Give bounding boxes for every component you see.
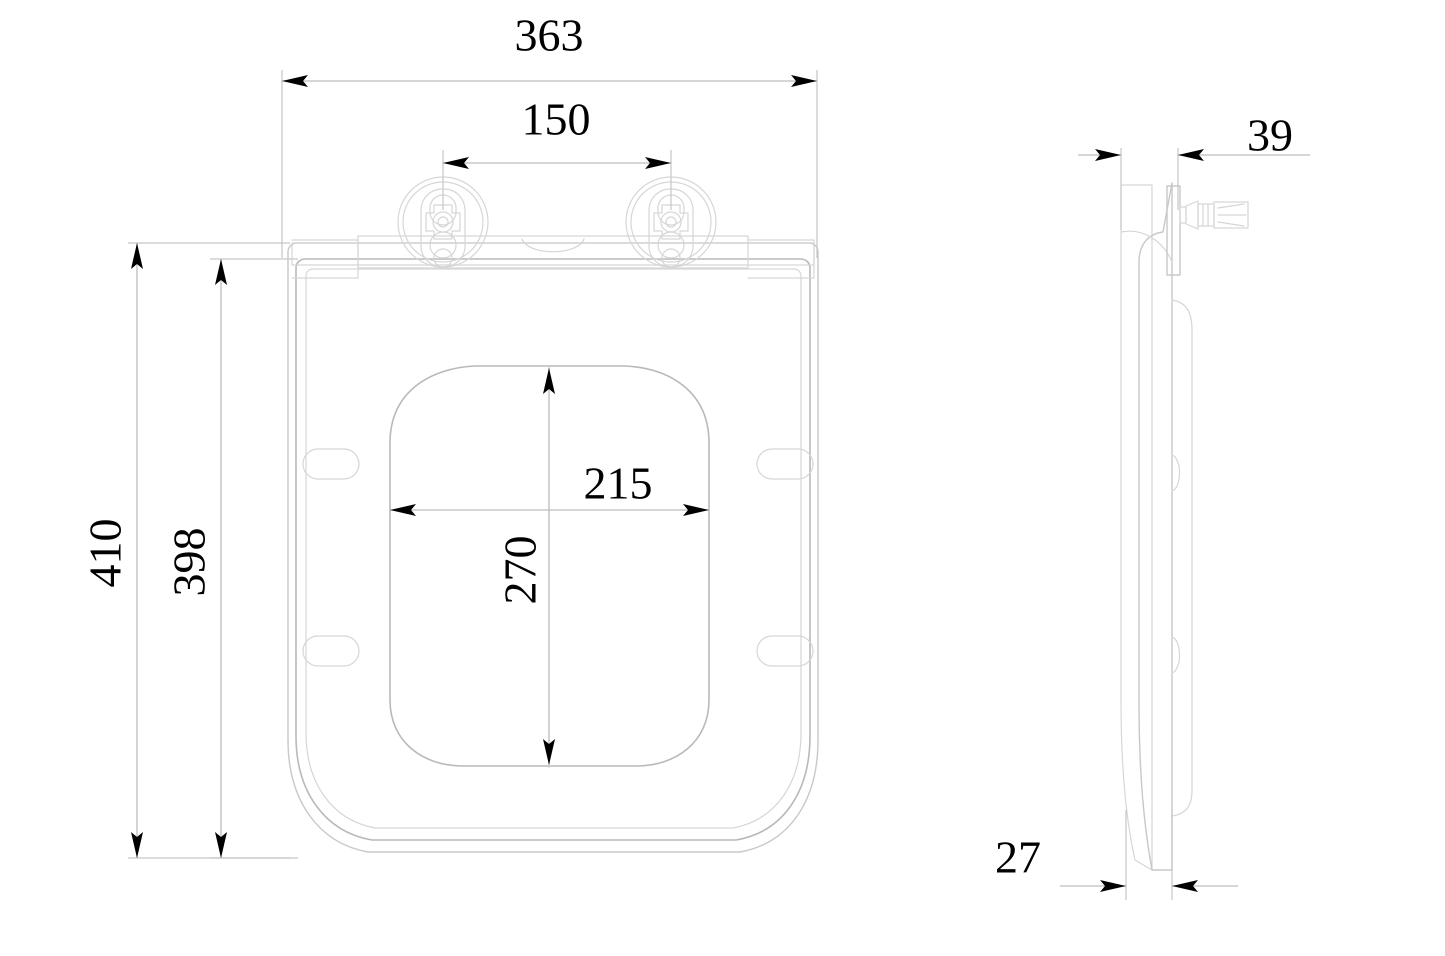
lid-outline bbox=[287, 242, 819, 853]
dimension-label-215: 215 bbox=[584, 458, 653, 509]
side-bumper-upper bbox=[1171, 454, 1181, 492]
dimension-410: 410 bbox=[80, 242, 290, 859]
side-view-group bbox=[1120, 148, 1249, 871]
dimension-label-398: 398 bbox=[164, 528, 215, 597]
dimension-label-27: 27 bbox=[995, 832, 1041, 883]
seat-side-inner-edge bbox=[1171, 299, 1193, 817]
bumper-pad-bottom-right bbox=[756, 635, 814, 667]
lid-side-profile bbox=[1120, 184, 1153, 871]
dimension-label-39: 39 bbox=[1247, 110, 1293, 161]
dimension-label-410: 410 bbox=[80, 519, 131, 588]
dimension-150: 150 bbox=[442, 94, 672, 210]
bumper-pad-top-left bbox=[302, 448, 360, 480]
bumper-pad-bottom-left bbox=[302, 635, 360, 667]
seat-side-shoulder bbox=[1120, 230, 1173, 263]
bumper-pad-top-right bbox=[756, 448, 814, 480]
hinge-mount-plate bbox=[1166, 185, 1181, 276]
dimension-215: 215 bbox=[390, 458, 709, 516]
side-bumper-lower bbox=[1171, 636, 1181, 674]
rear-left-bracket bbox=[291, 239, 359, 279]
seat-side-profile bbox=[1138, 182, 1173, 871]
hinge-mount-bar bbox=[291, 242, 815, 266]
dimension-363: 363 bbox=[281, 10, 818, 258]
rear-right-bracket bbox=[747, 239, 815, 279]
seat-inner-lip bbox=[305, 268, 802, 829]
dimension-398: 398 bbox=[164, 258, 298, 859]
seat-opening-outline bbox=[389, 365, 710, 767]
dimension-label-270: 270 bbox=[495, 536, 546, 605]
top-view-group bbox=[287, 176, 819, 853]
seat-outline bbox=[295, 258, 811, 841]
dimension-270: 270 bbox=[495, 368, 555, 765]
rear-center-notch bbox=[521, 238, 585, 253]
hinge-bolt-assembly bbox=[1179, 200, 1249, 230]
dimension-label-150: 150 bbox=[522, 94, 591, 145]
dimension-label-363: 363 bbox=[515, 10, 584, 61]
dimension-39: 39 bbox=[1078, 110, 1310, 161]
dimension-27: 27 bbox=[995, 810, 1238, 900]
